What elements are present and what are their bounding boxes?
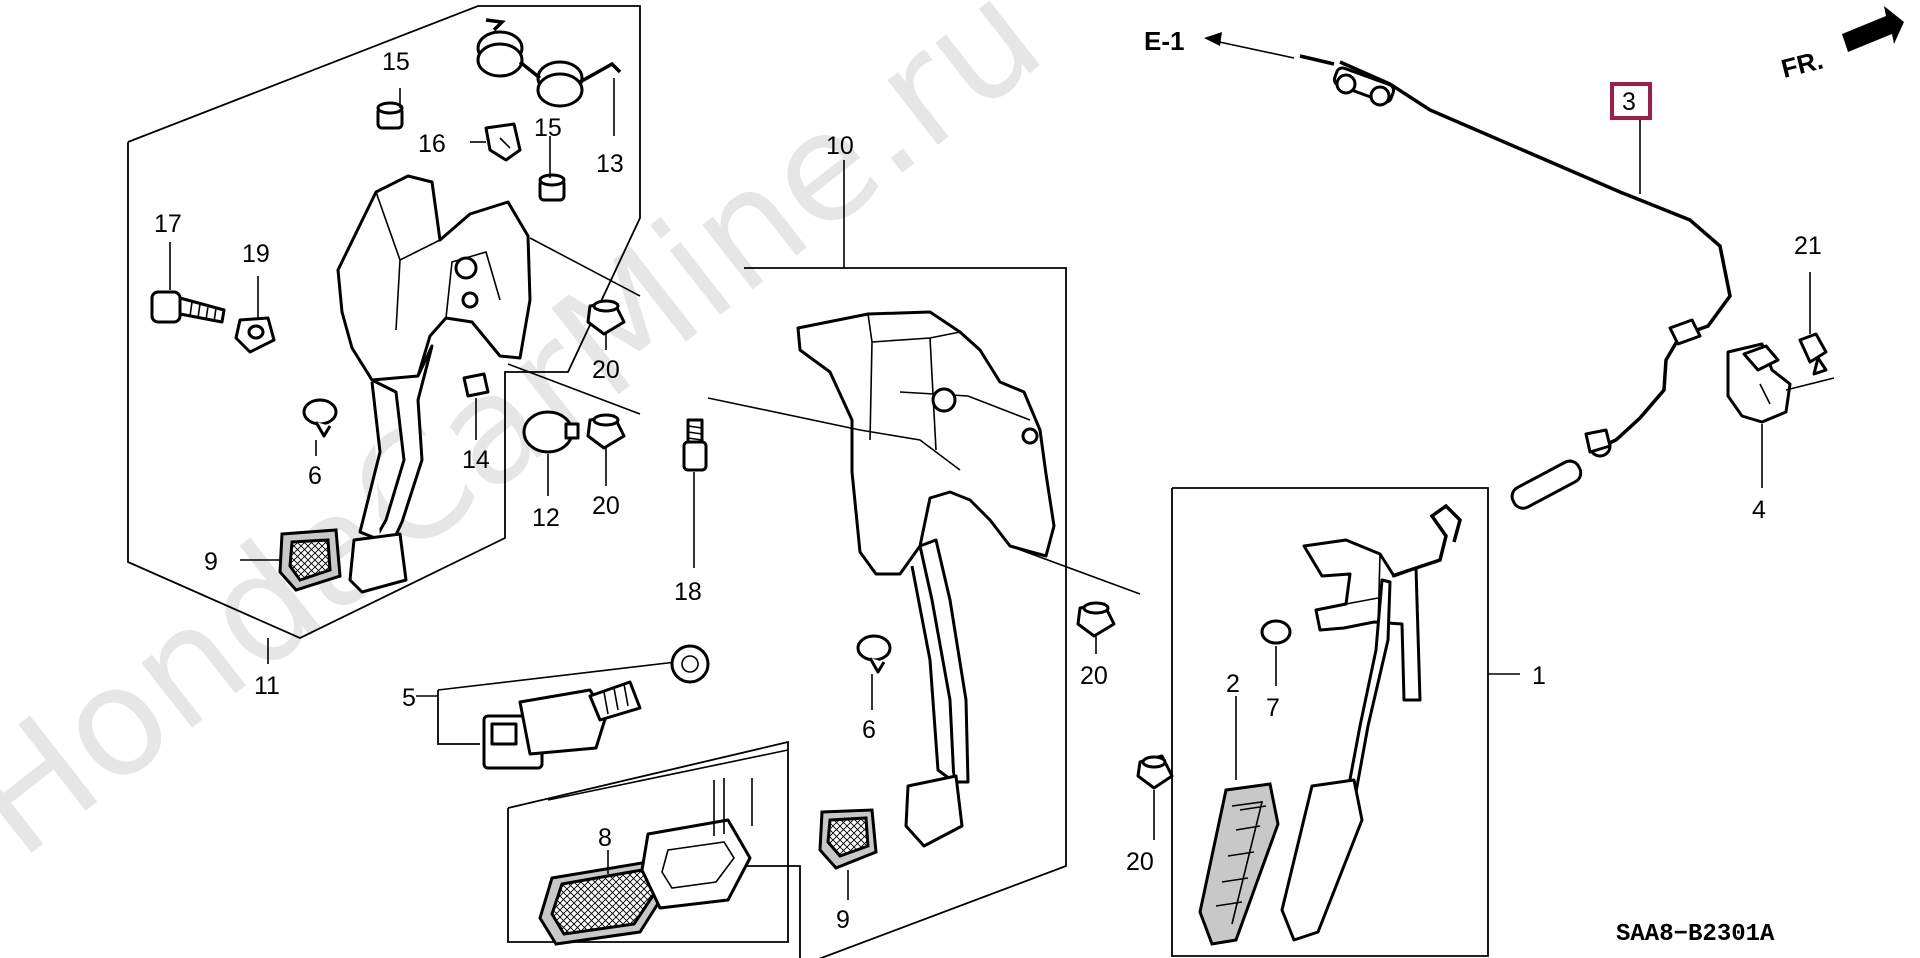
brake-frame	[744, 267, 1067, 958]
brake-bracket	[796, 310, 1056, 576]
callout-17: 17	[154, 210, 182, 238]
front-label: FR.	[1778, 45, 1826, 84]
clutch-arm-edge	[358, 381, 382, 542]
pad-set-frame	[507, 740, 789, 943]
lead-brake-nut	[1009, 545, 1141, 595]
brake-arm-edge	[910, 565, 955, 784]
nut-15a	[376, 101, 404, 130]
clutch-pivot	[454, 256, 478, 280]
ref-e1-arrow	[1204, 32, 1295, 59]
callout-6a: 6	[308, 462, 322, 490]
callout-4: 4	[1752, 496, 1766, 524]
pad-set-line	[547, 749, 789, 801]
throttle-cable	[1339, 60, 1732, 452]
stopper-6b	[856, 634, 892, 674]
callout-18: 18	[674, 578, 702, 606]
nut-20c	[1076, 601, 1116, 638]
cable-adjuster-top	[1332, 66, 1396, 107]
nut-20b	[586, 413, 626, 450]
throttle-cable-group	[1299, 54, 1732, 510]
callout-9a: 9	[204, 548, 218, 576]
brake-pivot	[931, 387, 957, 413]
accel-pedal-pad	[1280, 778, 1364, 942]
ref-e1-label: E-1	[1144, 26, 1184, 56]
accel-frame	[1171, 487, 1489, 957]
stopper-6a	[302, 398, 338, 438]
bolt-17	[150, 290, 226, 324]
callout-13: 13	[596, 150, 624, 178]
switch-bracket-line	[437, 690, 480, 745]
lead-holder-clip	[1785, 377, 1835, 391]
nut-20d	[1136, 754, 1174, 790]
accel-link	[1391, 503, 1462, 578]
cable-holder-group	[1726, 272, 1835, 488]
return-spring	[476, 18, 622, 108]
pad-cover-9b	[818, 808, 878, 870]
bolt-18	[682, 418, 708, 472]
callout-9b: 9	[836, 906, 850, 934]
front-arrow	[1842, 6, 1904, 52]
nut-15b	[538, 173, 566, 202]
cable-clamp	[1668, 318, 1702, 346]
nut-20a	[586, 299, 626, 336]
brake-bracket-detail	[859, 313, 1031, 471]
stop-switch-group	[416, 644, 710, 770]
callout-14: 14	[462, 446, 490, 474]
callout-8: 8	[598, 824, 612, 852]
stop-switch	[482, 680, 642, 770]
callout-1: 1	[1532, 662, 1546, 690]
stopper-7	[1260, 619, 1292, 645]
clutch-pivot-2	[461, 291, 479, 309]
callout-20c: 20	[1080, 662, 1108, 690]
callout-3: 3	[1622, 88, 1636, 116]
cable-end	[1299, 54, 1335, 66]
accel-pad-cover-2	[1198, 782, 1280, 946]
callout-7: 7	[1266, 694, 1280, 722]
nut-19	[234, 316, 276, 354]
lead-switch-top	[437, 661, 677, 691]
brake-pivot-2	[1021, 427, 1039, 445]
pedal-pad-set	[507, 740, 789, 946]
callout-15a: 15	[382, 48, 410, 76]
callout-12: 12	[532, 504, 560, 532]
lead-18b	[707, 397, 861, 431]
clutch-frame	[127, 5, 641, 639]
brake-pad-cover-8	[538, 860, 666, 946]
callout-20b: 20	[592, 492, 620, 520]
accelerator-group	[1136, 487, 1520, 957]
clutch-pad-plate	[640, 778, 753, 910]
brake-pedal-pad	[904, 774, 964, 848]
callout-11: 11	[254, 672, 280, 700]
accel-bracket	[1302, 538, 1422, 702]
callout-20a: 20	[592, 356, 620, 384]
callout-15b: 15	[534, 114, 562, 142]
callout-16: 16	[418, 130, 446, 158]
callout-3-highlight	[1610, 82, 1652, 120]
callout-6b: 6	[862, 716, 876, 744]
callout-21: 21	[1794, 232, 1822, 260]
callout-20d: 20	[1126, 848, 1154, 876]
brake-pedal-group	[682, 160, 1141, 958]
switch-nut	[670, 644, 710, 684]
drawing-code: SAA8−B2301A	[1616, 921, 1775, 948]
clip-16	[484, 122, 522, 162]
cable-holder-4	[1726, 342, 1792, 424]
brake-pedal-arm	[918, 538, 970, 784]
stopper-12	[522, 410, 580, 454]
callout-2: 2	[1226, 670, 1240, 698]
callout-10: 10	[826, 132, 854, 160]
clutch-pedal-group	[127, 5, 641, 664]
callout-18-19: 19	[242, 240, 270, 268]
pad-cover-9a	[278, 528, 342, 592]
cable-end-fitting	[1510, 428, 1612, 510]
lead-bracket-nuts	[507, 237, 641, 415]
grommet-14	[462, 372, 490, 398]
clutch-pedal-pad	[348, 532, 408, 594]
callout-5: 5	[402, 684, 416, 712]
clip-21	[1798, 332, 1828, 376]
